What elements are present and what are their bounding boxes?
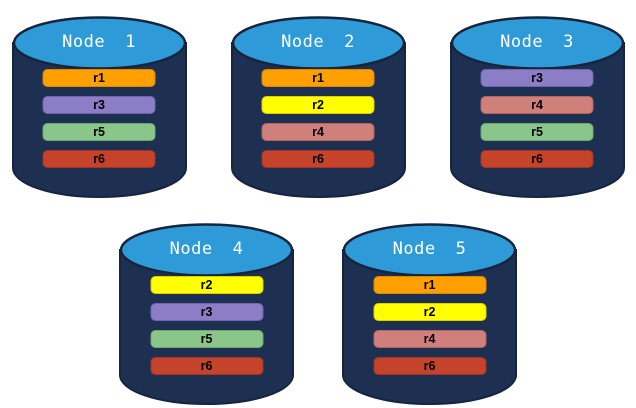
replica-label: r5: [200, 331, 213, 346]
replica-bar: r2: [261, 96, 375, 114]
db-node-5: Node 5 r1 r2 r4 r6: [341, 217, 518, 407]
replica-bar: r3: [480, 69, 594, 87]
replica-bar: r6: [373, 357, 486, 375]
replica-label: r3: [93, 97, 105, 112]
replica-label: r6: [312, 151, 324, 166]
replica-bar: r4: [261, 123, 375, 141]
replica-list: r1 r2 r4 r6: [373, 276, 486, 375]
replica-bar: r5: [42, 123, 156, 141]
replica-list: r1 r3 r5 r6: [42, 69, 156, 168]
replica-bar: r6: [261, 150, 375, 168]
node-title: Node 4: [169, 239, 244, 259]
replica-bar: r5: [150, 330, 263, 348]
replica-label: r6: [93, 151, 105, 166]
replica-label: r4: [312, 124, 324, 139]
replica-bar: r3: [150, 303, 263, 321]
db-node-2: Node 2 r1 r2 r4 r6: [230, 10, 407, 200]
replica-label: r5: [531, 124, 543, 139]
db-node-1: Node 1 r1 r3 r5 r6: [11, 10, 188, 200]
replica-bar: r1: [373, 276, 486, 294]
replica-bar: r6: [480, 150, 594, 168]
db-node-4: Node 4 r2 r3 r5 r6: [118, 217, 295, 407]
replica-bar: r4: [373, 330, 486, 348]
node-row-bottom: Node 4 r2 r3 r5 r6 Node 5 r1 r2 r4 r6: [0, 217, 636, 407]
replica-label: r6: [531, 151, 543, 166]
replica-label: r2: [423, 304, 436, 319]
replica-bar: r2: [373, 303, 486, 321]
replica-label: r3: [200, 304, 213, 319]
node-title: Node 2: [281, 32, 355, 52]
replica-label: r1: [93, 70, 105, 85]
replica-bar: r6: [150, 357, 263, 375]
replica-label: r6: [200, 358, 213, 373]
replica-list: r2 r3 r5 r6: [150, 276, 263, 375]
replica-label: r1: [423, 277, 436, 292]
replica-label: r5: [93, 124, 105, 139]
replica-label: r3: [531, 70, 543, 85]
replica-label: r4: [423, 331, 436, 346]
replica-label: r4: [531, 97, 543, 112]
replica-bar: r5: [480, 123, 594, 141]
replica-bar: r1: [42, 69, 156, 87]
replica-label: r2: [312, 97, 324, 112]
db-node-3: Node 3 r3 r4 r5 r6: [449, 10, 626, 200]
replica-bar: r3: [42, 96, 156, 114]
replica-bar: r2: [150, 276, 263, 294]
node-title: Node 1: [62, 32, 136, 52]
replica-list: r1 r2 r4 r6: [261, 69, 375, 168]
replica-list: r3 r4 r5 r6: [480, 69, 594, 168]
replica-label: r6: [423, 358, 436, 373]
replica-label: r1: [312, 70, 324, 85]
replica-bar: r6: [42, 150, 156, 168]
node-row-top: Node 1 r1 r3 r5 r6 Node 2 r1 r2 r4 r6: [0, 10, 636, 200]
node-title: Node 5: [392, 239, 467, 259]
replica-label: r2: [200, 277, 213, 292]
replica-bar: r4: [480, 96, 594, 114]
replica-bar: r1: [261, 69, 375, 87]
node-title: Node 3: [500, 32, 574, 52]
